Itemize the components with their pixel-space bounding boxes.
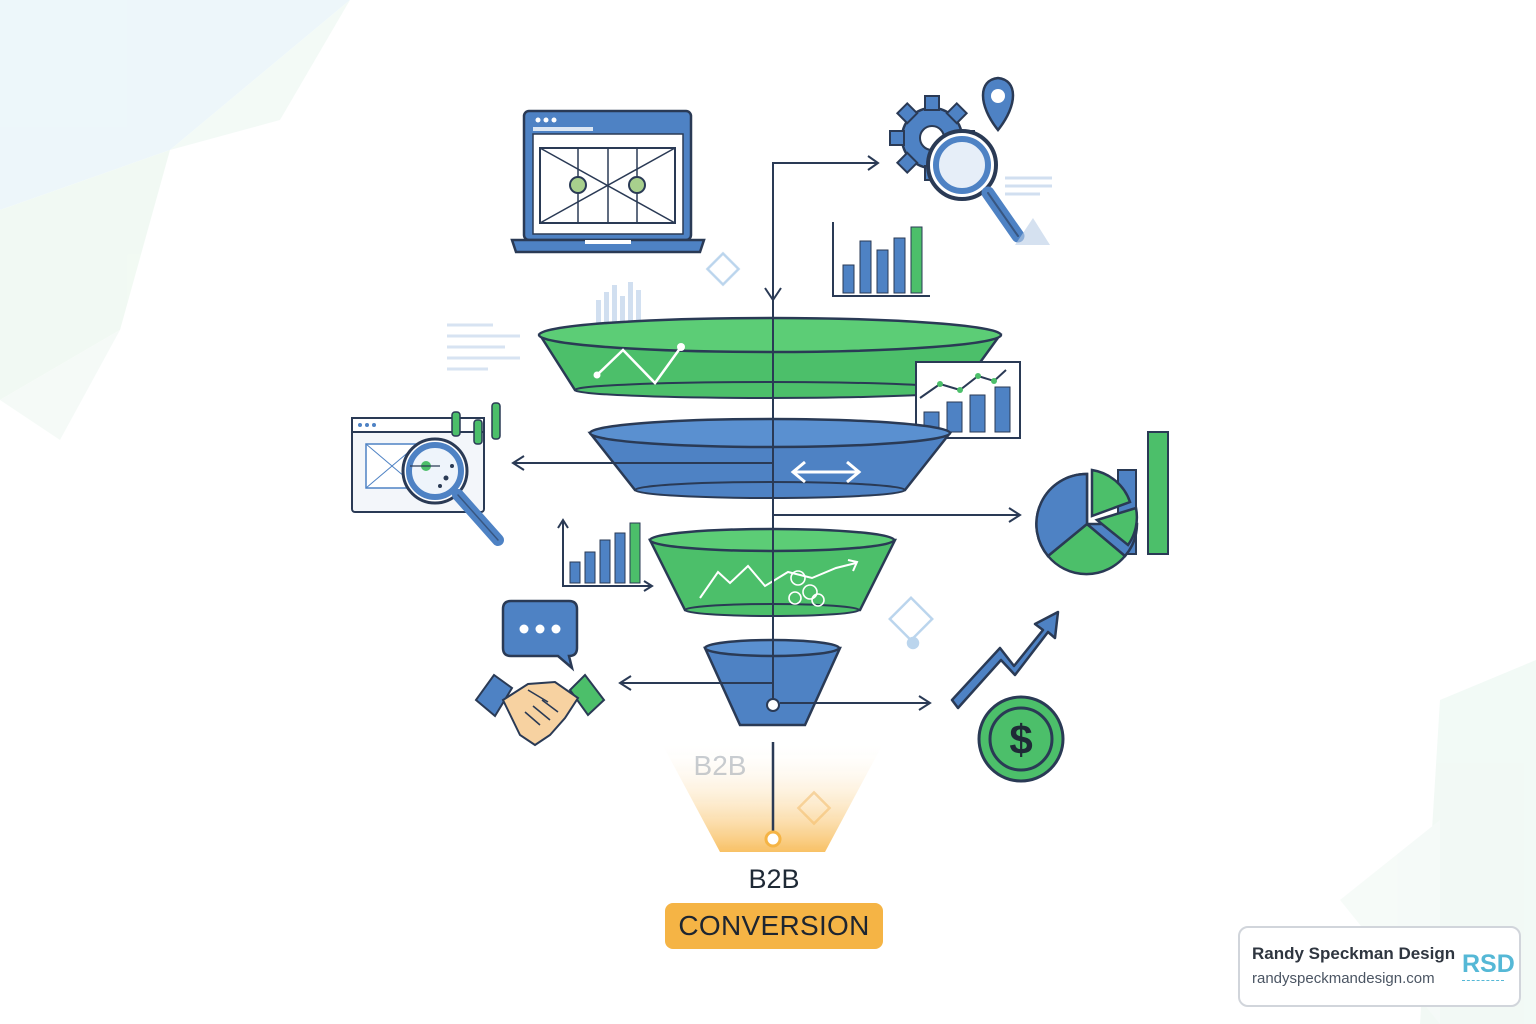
trend-arrow-icon — [950, 610, 1060, 710]
brand-logo-underline — [1462, 980, 1504, 984]
brand-watermark-card: Randy Speckman Design randyspeckmandesig… — [1238, 926, 1521, 1007]
conversion-badge: CONVERSION — [665, 903, 883, 949]
brand-url: randyspeckmandesign.com — [1252, 970, 1435, 987]
b2b-label: B2B — [748, 864, 800, 894]
bar-chart-icon — [832, 222, 930, 297]
dollar-coin-icon: $ — [977, 695, 1065, 783]
funnel-stage-1 — [537, 316, 1003, 399]
browser-magnifier-icon — [351, 402, 504, 546]
faint-text-lines-decoration — [447, 323, 520, 371]
gear-search-icon — [889, 95, 1052, 245]
brand-name: Randy Speckman Design — [1252, 944, 1456, 963]
conversion-badge-text: CONVERSION — [678, 910, 870, 941]
funnel-stage-2 — [587, 417, 953, 499]
location-pin-icon — [981, 76, 1015, 133]
faint-b2b-label: B2B — [693, 750, 747, 781]
laptop-wireframe-icon — [510, 109, 706, 254]
faint-bars-decoration — [596, 282, 641, 332]
chat-bubble-icon — [501, 599, 579, 672]
line-chart-card-icon — [915, 361, 1021, 439]
brand-logo: RSD — [1462, 950, 1515, 978]
small-bar-chart-icon — [557, 518, 654, 592]
pie-chart-icon — [1035, 431, 1169, 576]
svg-text:$: $ — [1009, 716, 1032, 763]
conversion-beam — [660, 740, 885, 852]
handshake-icon — [474, 673, 606, 747]
flow-arrows — [511, 455, 1022, 711]
